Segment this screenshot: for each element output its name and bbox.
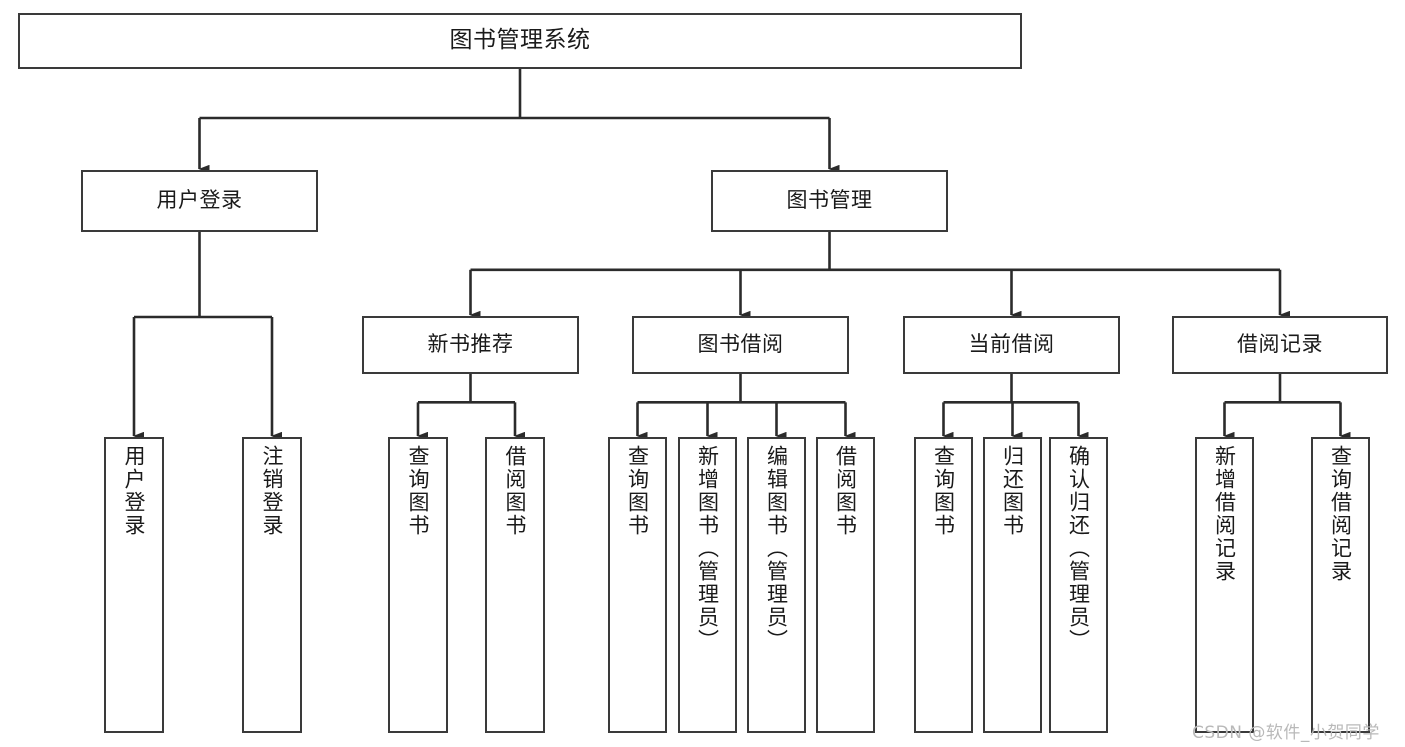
node-label-leaf-query-book-2: 查询图书 <box>625 445 650 537</box>
node-book-management[interactable]: 图书管理 <box>711 170 948 232</box>
node-label-leaf-query-book-1: 查询图书 <box>406 445 431 537</box>
csdn-watermark: CSDN @软件_小贺同学 <box>1192 723 1380 743</box>
node-label-leaf-borrow-book-2: 借阅图书 <box>833 445 858 537</box>
node-label-leaf-add-book: 新增图书（管理员） <box>695 445 720 652</box>
edges-group <box>132 69 1351 441</box>
node-label-leaf-user-logout: 注销登录 <box>260 445 285 537</box>
node-leaf-user-login[interactable]: 用户登录 <box>104 437 164 733</box>
node-label-leaf-user-login: 用户登录 <box>122 445 147 537</box>
node-leaf-query-borrow-record[interactable]: 查询借阅记录 <box>1311 437 1370 733</box>
node-leaf-return-book[interactable]: 归还图书 <box>983 437 1042 733</box>
node-label-new-book-recommend: 新书推荐 <box>427 332 514 357</box>
node-leaf-query-book-2[interactable]: 查询图书 <box>608 437 667 733</box>
node-label-book-management: 图书管理 <box>786 188 873 213</box>
node-leaf-add-book[interactable]: 新增图书（管理员） <box>678 437 737 733</box>
node-borrow-record[interactable]: 借阅记录 <box>1172 316 1388 374</box>
node-label-root: 图书管理系统 <box>449 27 591 54</box>
node-leaf-borrow-book-1[interactable]: 借阅图书 <box>485 437 545 733</box>
node-label-leaf-query-borrow-record: 查询借阅记录 <box>1328 445 1353 583</box>
node-label-leaf-add-borrow-record: 新增借阅记录 <box>1212 445 1237 583</box>
node-label-book-borrow: 图书借阅 <box>697 332 784 357</box>
node-leaf-query-book-1[interactable]: 查询图书 <box>388 437 448 733</box>
node-label-leaf-confirm-return: 确认归还（管理员） <box>1066 445 1091 652</box>
node-label-user-login: 用户登录 <box>156 188 243 213</box>
node-label-leaf-borrow-book-1: 借阅图书 <box>503 445 528 537</box>
node-leaf-confirm-return[interactable]: 确认归还（管理员） <box>1049 437 1108 733</box>
node-label-borrow-record: 借阅记录 <box>1237 332 1323 357</box>
node-root[interactable]: 图书管理系统 <box>18 13 1022 69</box>
node-book-borrow[interactable]: 图书借阅 <box>632 316 849 374</box>
node-leaf-edit-book[interactable]: 编辑图书（管理员） <box>747 437 806 733</box>
node-leaf-query-book-3[interactable]: 查询图书 <box>914 437 973 733</box>
node-user-login[interactable]: 用户登录 <box>81 170 318 232</box>
node-current-borrow[interactable]: 当前借阅 <box>903 316 1120 374</box>
node-label-leaf-return-book: 归还图书 <box>1000 445 1025 537</box>
node-label-current-borrow: 当前借阅 <box>968 332 1055 357</box>
node-label-leaf-edit-book: 编辑图书（管理员） <box>764 445 789 652</box>
node-new-book-recommend[interactable]: 新书推荐 <box>362 316 579 374</box>
node-leaf-add-borrow-record[interactable]: 新增借阅记录 <box>1195 437 1254 733</box>
node-label-leaf-query-book-3: 查询图书 <box>931 445 956 537</box>
node-leaf-borrow-book-2[interactable]: 借阅图书 <box>816 437 875 733</box>
node-leaf-user-logout[interactable]: 注销登录 <box>242 437 302 733</box>
